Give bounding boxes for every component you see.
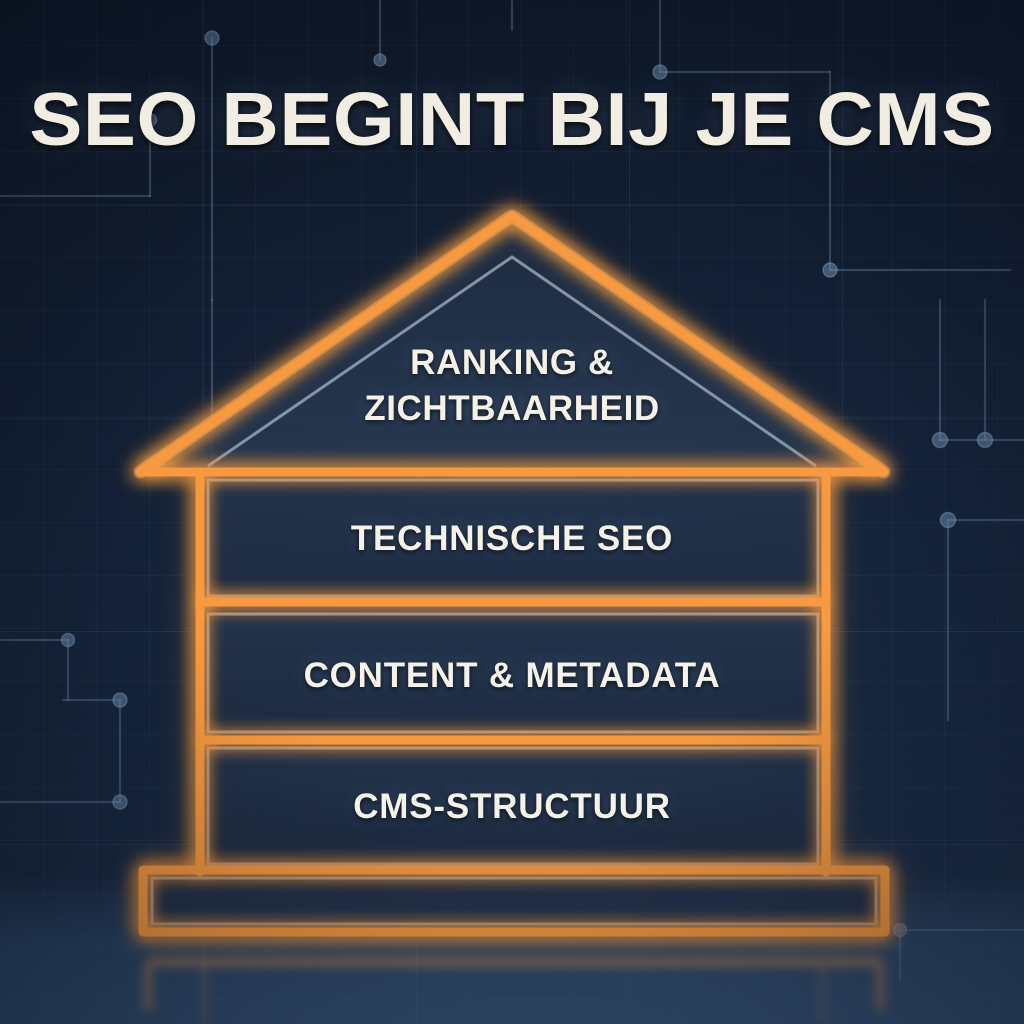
roof-label: RANKING & ZICHTBAARHEID	[262, 340, 762, 432]
roof-label-line-2: ZICHTBAARHEID	[364, 389, 660, 429]
layer-label-technische-seo: TECHNISCHE SEO	[350, 519, 674, 558]
page-title: SEO BEGINT BIJ JE CMS	[29, 77, 995, 161]
roof-label-line-1: RANKING &	[410, 343, 614, 382]
layer-label-cms-structuur: CMS-STRUCTUUR	[353, 787, 671, 826]
layer-label-content-metadata: CONTENT & METADATA	[303, 656, 721, 695]
